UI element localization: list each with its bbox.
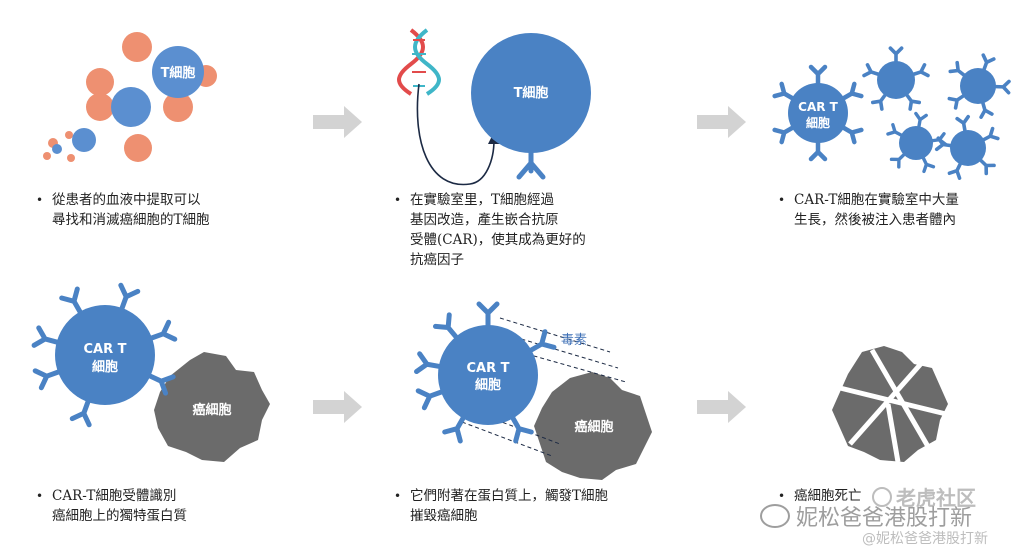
- car-t-label-c: CAR T: [83, 342, 126, 357]
- step-3-caption: • CAR-T細胞在實驗室中大量 生長，然後被注入患者體內: [778, 192, 959, 228]
- panel-6-cell-death: [832, 346, 948, 463]
- step-4-caption: • CAR-T細胞受體識別 癌細胞上的獨特蛋白質: [36, 488, 187, 524]
- fracture-lines: [839, 348, 947, 463]
- flow-arrows: [313, 106, 746, 423]
- arrow-right-1: [313, 106, 362, 138]
- panel-2-gene-modification: T細胞: [397, 28, 591, 186]
- car-t-label-d: 細胞: [92, 359, 118, 375]
- car-t-cell-main: CAR T 細胞: [775, 67, 862, 159]
- arrow-right-3: [313, 391, 362, 423]
- t-cell-large: [471, 33, 591, 153]
- car-t-label-e: CAR T: [466, 361, 509, 376]
- panel-3-expanded-cells: CAR T 細胞: [775, 46, 1011, 180]
- cancer-cell-1: [154, 352, 270, 462]
- cancer-cell-label-1: 癌細胞: [192, 402, 231, 418]
- watermark-handle: @妮松爸爸港股打新: [862, 531, 988, 547]
- tiger-logo-icon: [872, 487, 892, 507]
- step-1-caption: • 從患者的血液中提取可以 尋找和消滅癌細胞的T細胞: [36, 192, 210, 228]
- car-t-cell-large: CAR T 細胞: [34, 285, 175, 425]
- dna-icon: [397, 28, 441, 96]
- toxin-label: 毒素: [561, 333, 587, 348]
- step-6-caption: • 癌細胞死亡: [778, 488, 862, 504]
- t-cell-label-2: T細胞: [514, 85, 549, 101]
- cancer-cell-label-2: 癌細胞: [574, 419, 613, 435]
- t-cell-label-1: T細胞: [161, 65, 196, 81]
- car-t-label-b: 細胞: [806, 115, 830, 130]
- car-t-cell-attached: CAR T 細胞: [417, 304, 554, 441]
- insertion-arrow: [416, 83, 495, 186]
- panel-1-blood-cells: T細胞: [43, 32, 217, 162]
- watermark-logo: 老虎社区: [872, 482, 976, 511]
- step-5-caption: • 它們附著在蛋白質上，觸發T細胞 摧毀癌細胞: [394, 488, 609, 524]
- watermark-name: 妮松爸爸港股打新: [760, 500, 972, 532]
- panel-4-recognition: 癌細胞 CAR T 細胞: [34, 285, 270, 462]
- cancer-cell-2: [534, 372, 652, 480]
- arrow-right-2: [697, 106, 746, 138]
- arrow-right-4: [697, 391, 746, 423]
- car-t-label-f: 細胞: [475, 377, 501, 393]
- car-t-label-a: CAR T: [798, 100, 839, 114]
- step-2-caption: • 在實驗室里，T細胞經過 基因改造，產生嵌合抗原 受體(CAR)，使其成為更好…: [394, 192, 586, 268]
- panel-5-attachment: 癌細胞 CAR T 細胞 毒素: [417, 304, 652, 480]
- t-cell-small: [152, 46, 204, 98]
- wechat-icon: [760, 504, 790, 528]
